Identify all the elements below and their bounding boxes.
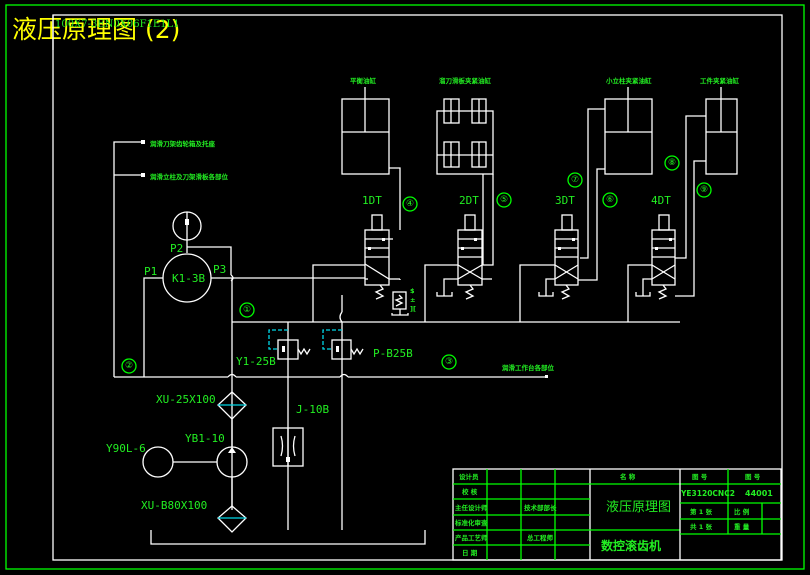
- cylinder-label-2: 溜刀滑板夹紧油缸: [439, 76, 492, 85]
- tb-total: 共 1 张: [690, 522, 713, 531]
- outer-frame: [5, 4, 805, 570]
- small-column-clamp-cylinder: 小立柱夹紧油缸: [578, 76, 653, 281]
- pressure-valve-p-b25b: P-B25B: [322, 295, 413, 530]
- valve-label-1dt: 1DT: [362, 194, 382, 207]
- tb-chief-engineer-value: 总工程师: [527, 533, 554, 542]
- cylinder-label-3: 小立柱夹紧油缸: [605, 76, 652, 85]
- tb-sheet: 第 1 张: [690, 507, 713, 516]
- title-block: 设计员 校 核 主任设计师 技术部部长 标准化审查 产品工艺师 总工程师 日 期…: [452, 468, 782, 561]
- pressure-switch-mark-1: $: [410, 287, 415, 295]
- pressure-switch-mark-2: ±: [410, 296, 415, 304]
- motor-label: Y90L-6: [106, 442, 146, 455]
- lubrication-outlet-1-label: 润滑刀架齿轮箱及托座: [150, 139, 216, 148]
- pump-group: XU-25X100 YB1-10 Y90L-6 XU-B80X100: [106, 391, 248, 533]
- valve-3dt: 3DT: [519, 194, 579, 322]
- tb-machine-name: 数控滚齿机: [601, 538, 661, 553]
- oil-tank: [150, 530, 426, 545]
- valve-4dt: 4DT: [627, 194, 676, 322]
- tb-chief-designer-label: 主任设计师: [455, 503, 488, 512]
- line-number-5: ⑤: [500, 195, 508, 205]
- throttle-valve-label: J-10B: [296, 403, 329, 416]
- valve-1dt: 1DT: [312, 194, 401, 322]
- lubrication-outlet-3-label: 润滑工作台各部位: [502, 363, 555, 372]
- tb-number-value: 44001: [745, 489, 773, 498]
- inner-frame: [52, 14, 783, 561]
- pressure-switch: $ ± ][: [391, 287, 416, 316]
- valve-label-3dt: 3DT: [555, 194, 575, 207]
- pressure-filter-label: XU-25X100: [156, 393, 216, 406]
- tb-scale-label: 比 例: [734, 507, 750, 516]
- lubrication-lines: 润滑刀架齿轮箱及托座 润滑立柱及刀架滑板各部位 润滑工作台各部位: [113, 139, 555, 378]
- tool-slide-clamp-cylinder: 溜刀滑板夹紧油缸: [436, 76, 494, 265]
- pump-label: YB1-10: [185, 432, 225, 445]
- line-number-3: ③: [445, 357, 453, 367]
- balance-cylinder: 平衡油缸: [341, 76, 401, 230]
- valve-2dt: 2DT: [424, 174, 494, 322]
- tb-designer-label: 设计员: [459, 472, 479, 481]
- cylinder-label-4: 工件夹紧油缸: [700, 76, 740, 85]
- pressure-switch-mark-3: ][: [410, 305, 416, 313]
- port-p2-label: P2: [170, 242, 183, 255]
- drawing-title: 液压原理图 (2): [12, 15, 180, 44]
- tb-weight-label: 重 量: [734, 522, 750, 531]
- overlay-code-text: 100X7-3EN0X06F1E1L1: [55, 19, 180, 30]
- line-number-4: ④: [406, 199, 414, 209]
- suction-filter-label: XU-B80X100: [141, 499, 207, 512]
- line-number-7: ⑦: [571, 175, 579, 185]
- tb-name-header: 名 称: [620, 472, 636, 481]
- workpiece-clamp-cylinder: 工件夹紧油缸: [675, 76, 740, 297]
- relief-valve-y1-25b: Y1-25B: [236, 322, 311, 530]
- tb-drawing-name: 液压原理图: [606, 500, 671, 515]
- tb-code-header: 图 号: [692, 472, 708, 481]
- line-number-8: ⑧: [668, 158, 676, 168]
- line-number-9: ⑨: [700, 185, 708, 195]
- tb-checker-label: 校 核: [462, 487, 478, 496]
- port-p3-label: P3: [213, 263, 226, 276]
- lubrication-outlet-2-label: 润滑立柱及刀架滑板各部位: [150, 172, 229, 181]
- tb-chief-designer-value: 技术部部长: [524, 503, 557, 512]
- line-number-1: ①: [243, 305, 251, 315]
- throttle-valve-j-10b: J-10B: [272, 403, 329, 467]
- pressure-valve-label: P-B25B: [373, 347, 413, 360]
- line-number-6: ⑥: [606, 195, 614, 205]
- line-number-markers: ① ② ③ ④ ⑤ ⑥ ⑦ ⑧ ⑨: [121, 155, 712, 374]
- relief-valve-label: Y1-25B: [236, 355, 276, 368]
- tb-process-engineer-label: 产品工艺师: [455, 533, 488, 542]
- gauge-switch-label: K1-3B: [172, 272, 205, 285]
- main-pressure-line: [231, 278, 680, 510]
- tb-number-header: 图 号: [745, 472, 761, 481]
- valve-label-2dt: 2DT: [459, 194, 479, 207]
- tb-standardization-label: 标准化审查: [454, 518, 488, 527]
- valve-label-4dt: 4DT: [651, 194, 671, 207]
- tb-date-label: 日 期: [462, 548, 478, 557]
- line-number-2: ②: [125, 361, 133, 371]
- tb-code-value: YE3120CNC2: [680, 489, 735, 498]
- port-p1-label: P1: [144, 265, 157, 278]
- gauge-switch-k1-3b: K1-3B P2 P1 P3: [143, 211, 365, 377]
- cylinder-label-1: 平衡油缸: [350, 76, 377, 85]
